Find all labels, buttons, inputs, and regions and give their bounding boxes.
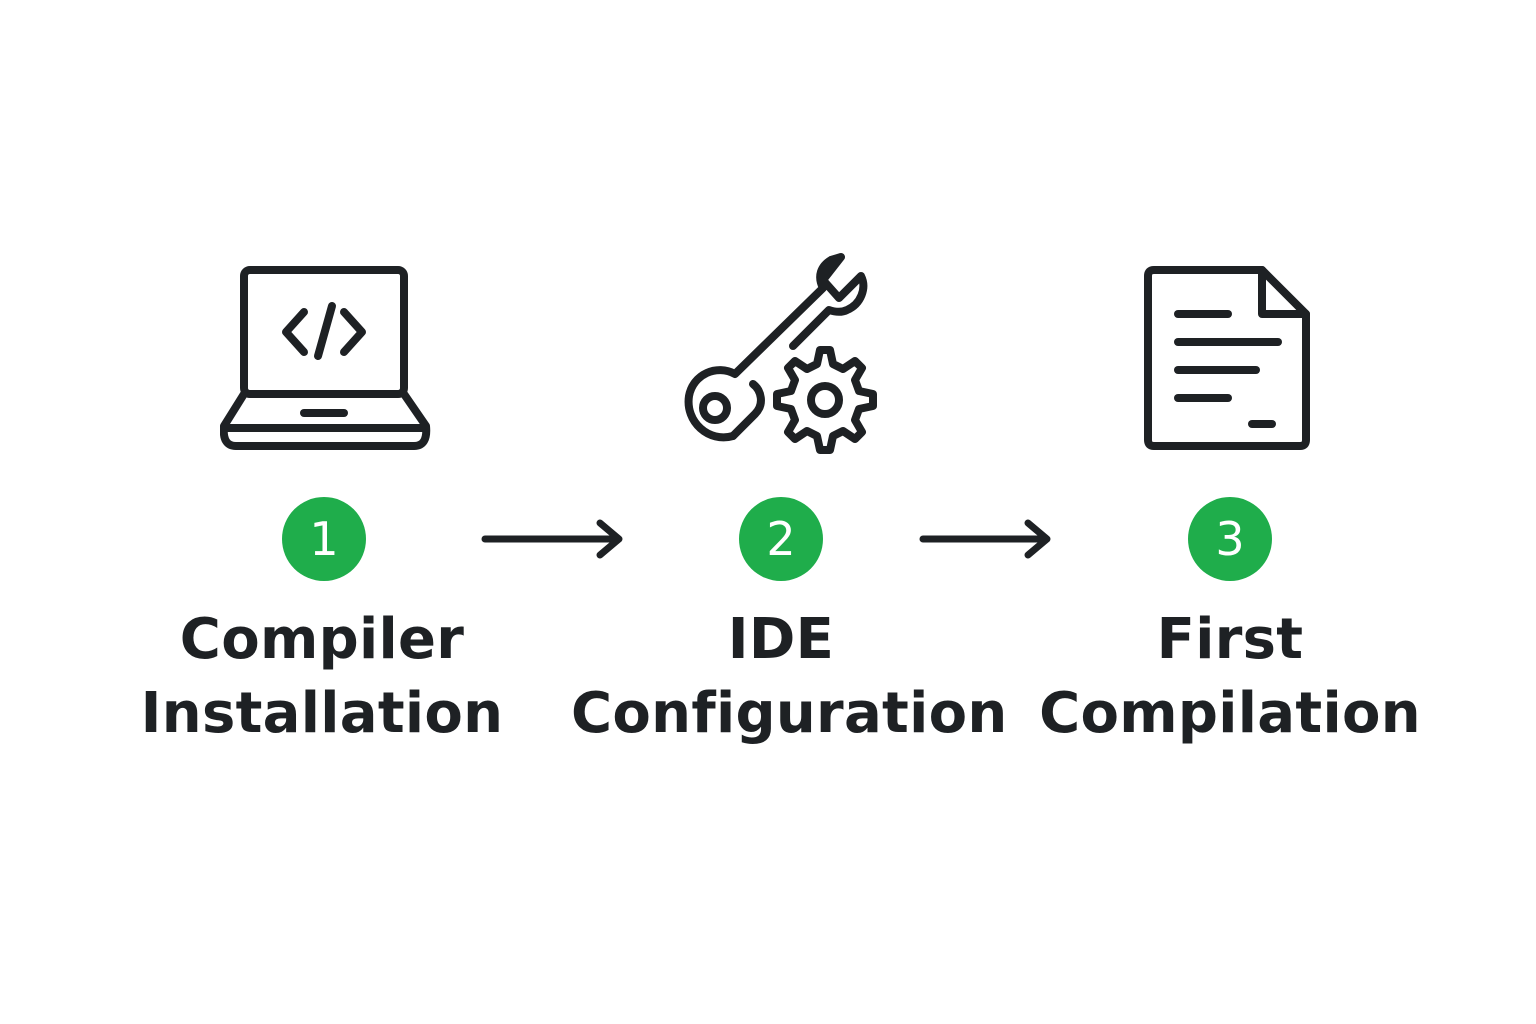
document-icon bbox=[1020, 250, 1440, 470]
step-number-badge: 2 bbox=[739, 497, 823, 581]
step-label-line2: Configuration bbox=[571, 681, 1008, 746]
step-label-line1: Compiler bbox=[179, 607, 465, 672]
step-number-badge: 1 bbox=[282, 497, 366, 581]
step-first-compilation: 3 First Compilation bbox=[1020, 0, 1440, 1024]
step-ide-configuration: 2 IDE Configuration bbox=[571, 0, 1008, 1024]
connector-arrow-2-to-3 bbox=[918, 514, 1058, 564]
step-label: First Compilation bbox=[1020, 603, 1440, 751]
laptop-code-icon bbox=[112, 250, 532, 470]
wrench-gear-icon bbox=[571, 250, 991, 470]
step-number-badge: 3 bbox=[1188, 497, 1272, 581]
connector-arrow-1-to-2 bbox=[480, 514, 630, 564]
right-arrow-icon bbox=[919, 519, 1051, 559]
step-label: IDE Configuration bbox=[571, 603, 1008, 751]
step-compiler-installation: 1 Compiler Installation bbox=[112, 0, 532, 1024]
step-label-line2: Compilation bbox=[1039, 681, 1421, 746]
right-arrow-icon bbox=[481, 519, 623, 559]
step-label-line1: IDE bbox=[727, 607, 835, 672]
step-label: Compiler Installation bbox=[112, 603, 532, 751]
step-label-line1: First bbox=[1156, 607, 1304, 672]
step-label-line2: Installation bbox=[140, 681, 504, 746]
